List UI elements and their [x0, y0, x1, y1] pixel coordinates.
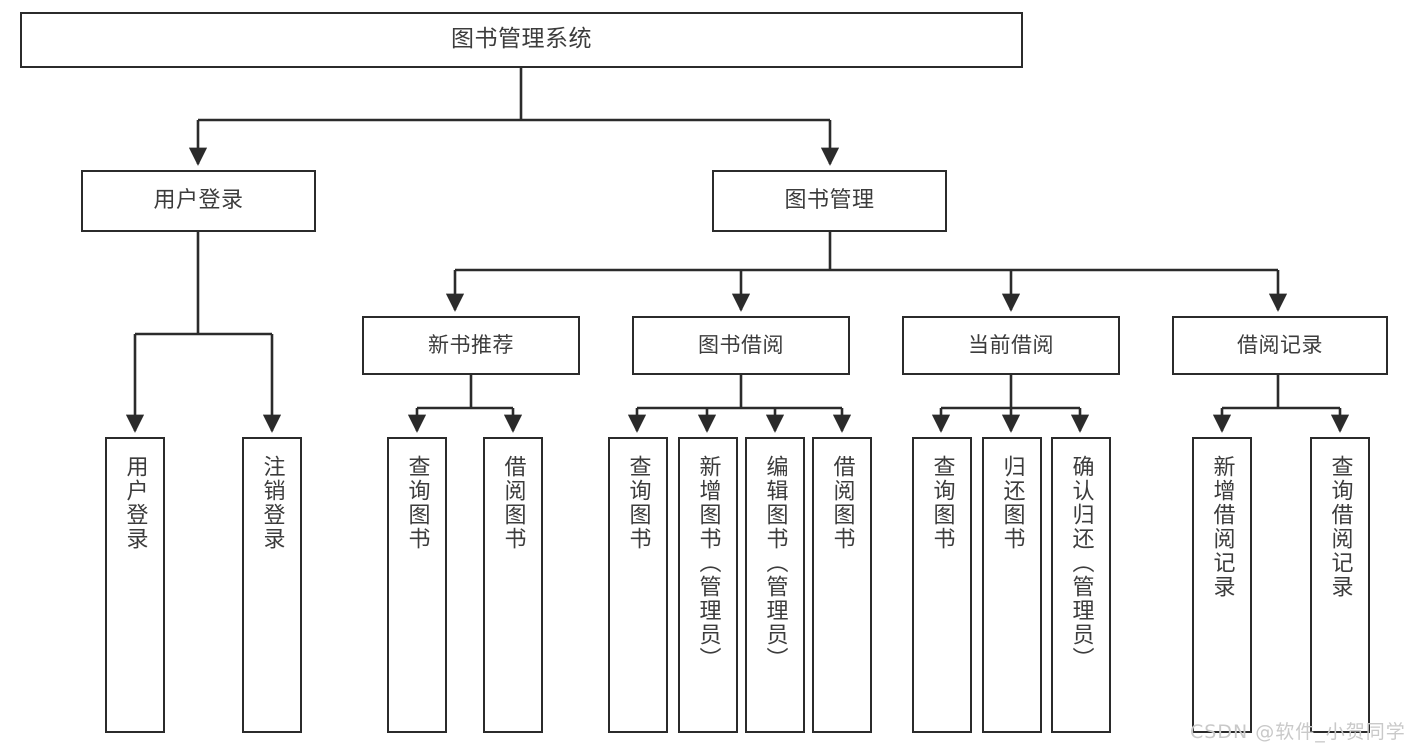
node-current-borrow-label: 当前借阅 — [968, 333, 1054, 358]
csdn-watermark: CSDN @软件_小贺同学 — [1190, 721, 1405, 743]
node-borrow-record-label: 借阅记录 — [1237, 333, 1323, 358]
leaf-user-login-login[interactable]: 用户登录 — [105, 437, 165, 733]
leaf-book-borrow-borrow-label: 借阅图书 — [829, 455, 855, 551]
node-book-management[interactable]: 图书管理 — [712, 170, 947, 232]
leaf-current-borrow-confirm[interactable]: 确认归还（管理员） — [1051, 437, 1111, 733]
leaf-new-book-borrow[interactable]: 借阅图书 — [483, 437, 543, 733]
leaf-book-borrow-add-label: 新增图书（管理员） — [695, 455, 721, 671]
node-new-book-recommend-label: 新书推荐 — [428, 333, 514, 358]
leaf-borrow-record-query-label: 查询借阅记录 — [1327, 455, 1353, 599]
leaf-new-book-query[interactable]: 查询图书 — [387, 437, 447, 733]
node-current-borrow[interactable]: 当前借阅 — [902, 316, 1120, 375]
leaf-current-borrow-confirm-label: 确认归还（管理员） — [1068, 455, 1094, 671]
leaf-borrow-record-query[interactable]: 查询借阅记录 — [1310, 437, 1370, 733]
leaf-book-borrow-add[interactable]: 新增图书（管理员） — [678, 437, 738, 733]
node-user-login[interactable]: 用户登录 — [81, 170, 316, 232]
leaf-book-borrow-query-label: 查询图书 — [625, 455, 651, 551]
leaf-book-borrow-edit[interactable]: 编辑图书（管理员） — [745, 437, 805, 733]
node-book-borrow[interactable]: 图书借阅 — [632, 316, 850, 375]
node-root-system-label: 图书管理系统 — [451, 26, 592, 53]
node-book-borrow-label: 图书借阅 — [698, 333, 784, 358]
node-root-system[interactable]: 图书管理系统 — [20, 12, 1023, 68]
leaf-new-book-borrow-label: 借阅图书 — [500, 455, 526, 551]
leaf-user-login-logout[interactable]: 注销登录 — [242, 437, 302, 733]
leaf-borrow-record-add-label: 新增借阅记录 — [1209, 455, 1235, 599]
leaf-new-book-query-label: 查询图书 — [404, 455, 430, 551]
leaf-book-borrow-query[interactable]: 查询图书 — [608, 437, 668, 733]
node-book-management-label: 图书管理 — [784, 188, 875, 214]
leaf-book-borrow-edit-label: 编辑图书（管理员） — [762, 455, 788, 671]
node-new-book-recommend[interactable]: 新书推荐 — [362, 316, 580, 375]
leaf-current-borrow-query[interactable]: 查询图书 — [912, 437, 972, 733]
node-borrow-record[interactable]: 借阅记录 — [1172, 316, 1388, 375]
leaf-borrow-record-add[interactable]: 新增借阅记录 — [1192, 437, 1252, 733]
leaf-user-login-logout-label: 注销登录 — [259, 455, 285, 551]
node-user-login-label: 用户登录 — [153, 188, 244, 214]
leaf-user-login-login-label: 用户登录 — [122, 455, 148, 551]
leaf-current-borrow-return[interactable]: 归还图书 — [982, 437, 1042, 733]
leaf-current-borrow-return-label: 归还图书 — [999, 455, 1025, 551]
leaf-current-borrow-query-label: 查询图书 — [929, 455, 955, 551]
leaf-book-borrow-borrow[interactable]: 借阅图书 — [812, 437, 872, 733]
